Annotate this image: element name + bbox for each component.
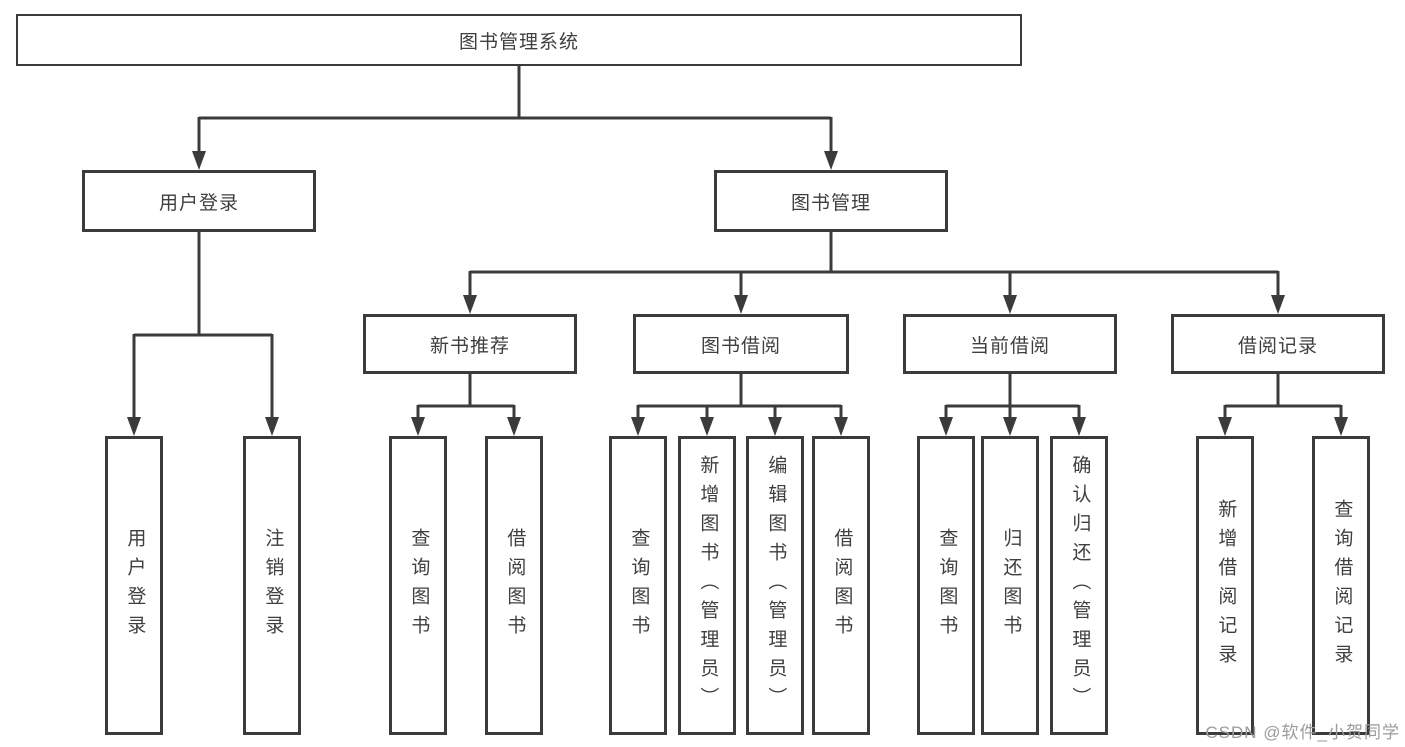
leaf-current-query-books: 查询图书 [917,436,975,735]
node-current-borrowing-label: 当前借阅 [969,335,1050,357]
leaf-newbooks-query-books: 查询图书 [389,436,447,735]
leaf-current-confirm-return-admin: 确认归还（管理员） [1050,436,1108,735]
leaf-borrow-add-books-admin: 新增图书（管理员） [678,436,736,735]
leaf-current-return-books-label: 归还图书 [1000,527,1022,644]
leaf-borrow-borrow-books-label: 借阅图书 [831,527,853,644]
leaf-newbooks-borrow-books-label: 借阅图书 [504,527,526,644]
leaf-current-query-books-label: 查询图书 [936,527,958,644]
watermark: CSDN @软件_小贺同学 [1205,723,1400,742]
node-book-borrowing: 图书借阅 [633,314,849,374]
leaf-records-query-record-label: 查询借阅记录 [1331,498,1353,673]
node-book-borrowing-label: 图书借阅 [700,335,781,357]
leaf-borrow-add-books-admin-label: 新增图书（管理员） [697,455,719,716]
node-new-book-recommendation-label: 新书推荐 [429,335,510,357]
node-root-label: 图书管理系统 [458,31,579,53]
leaf-records-add-record: 新增借阅记录 [1196,436,1254,735]
leaf-user-login-login-label: 用户登录 [124,527,146,644]
leaf-borrow-query-books-label: 查询图书 [628,527,650,644]
leaf-user-login-logout-label: 注销登录 [262,527,284,644]
leaf-current-return-books: 归还图书 [981,436,1039,735]
node-user-login: 用户登录 [82,170,316,232]
leaf-borrow-query-books: 查询图书 [609,436,667,735]
leaf-newbooks-borrow-books: 借阅图书 [485,436,543,735]
node-root: 图书管理系统 [16,14,1022,66]
leaf-records-query-record: 查询借阅记录 [1312,436,1370,735]
node-borrowing-records: 借阅记录 [1171,314,1385,374]
node-user-login-label: 用户登录 [158,192,239,214]
node-book-management-label: 图书管理 [790,192,871,214]
node-borrowing-records-label: 借阅记录 [1237,335,1318,357]
node-current-borrowing: 当前借阅 [903,314,1117,374]
leaf-user-login-logout: 注销登录 [243,436,301,735]
leaf-newbooks-query-books-label: 查询图书 [408,527,430,644]
node-new-book-recommendation: 新书推荐 [363,314,577,374]
leaf-user-login-login: 用户登录 [105,436,163,735]
leaf-borrow-borrow-books: 借阅图书 [812,436,870,735]
leaf-borrow-edit-books-admin: 编辑图书（管理员） [746,436,804,735]
leaf-borrow-edit-books-admin-label: 编辑图书（管理员） [765,455,787,716]
leaf-current-confirm-return-admin-label: 确认归还（管理员） [1069,455,1091,716]
node-book-management: 图书管理 [714,170,948,232]
leaf-records-add-record-label: 新增借阅记录 [1215,498,1237,673]
